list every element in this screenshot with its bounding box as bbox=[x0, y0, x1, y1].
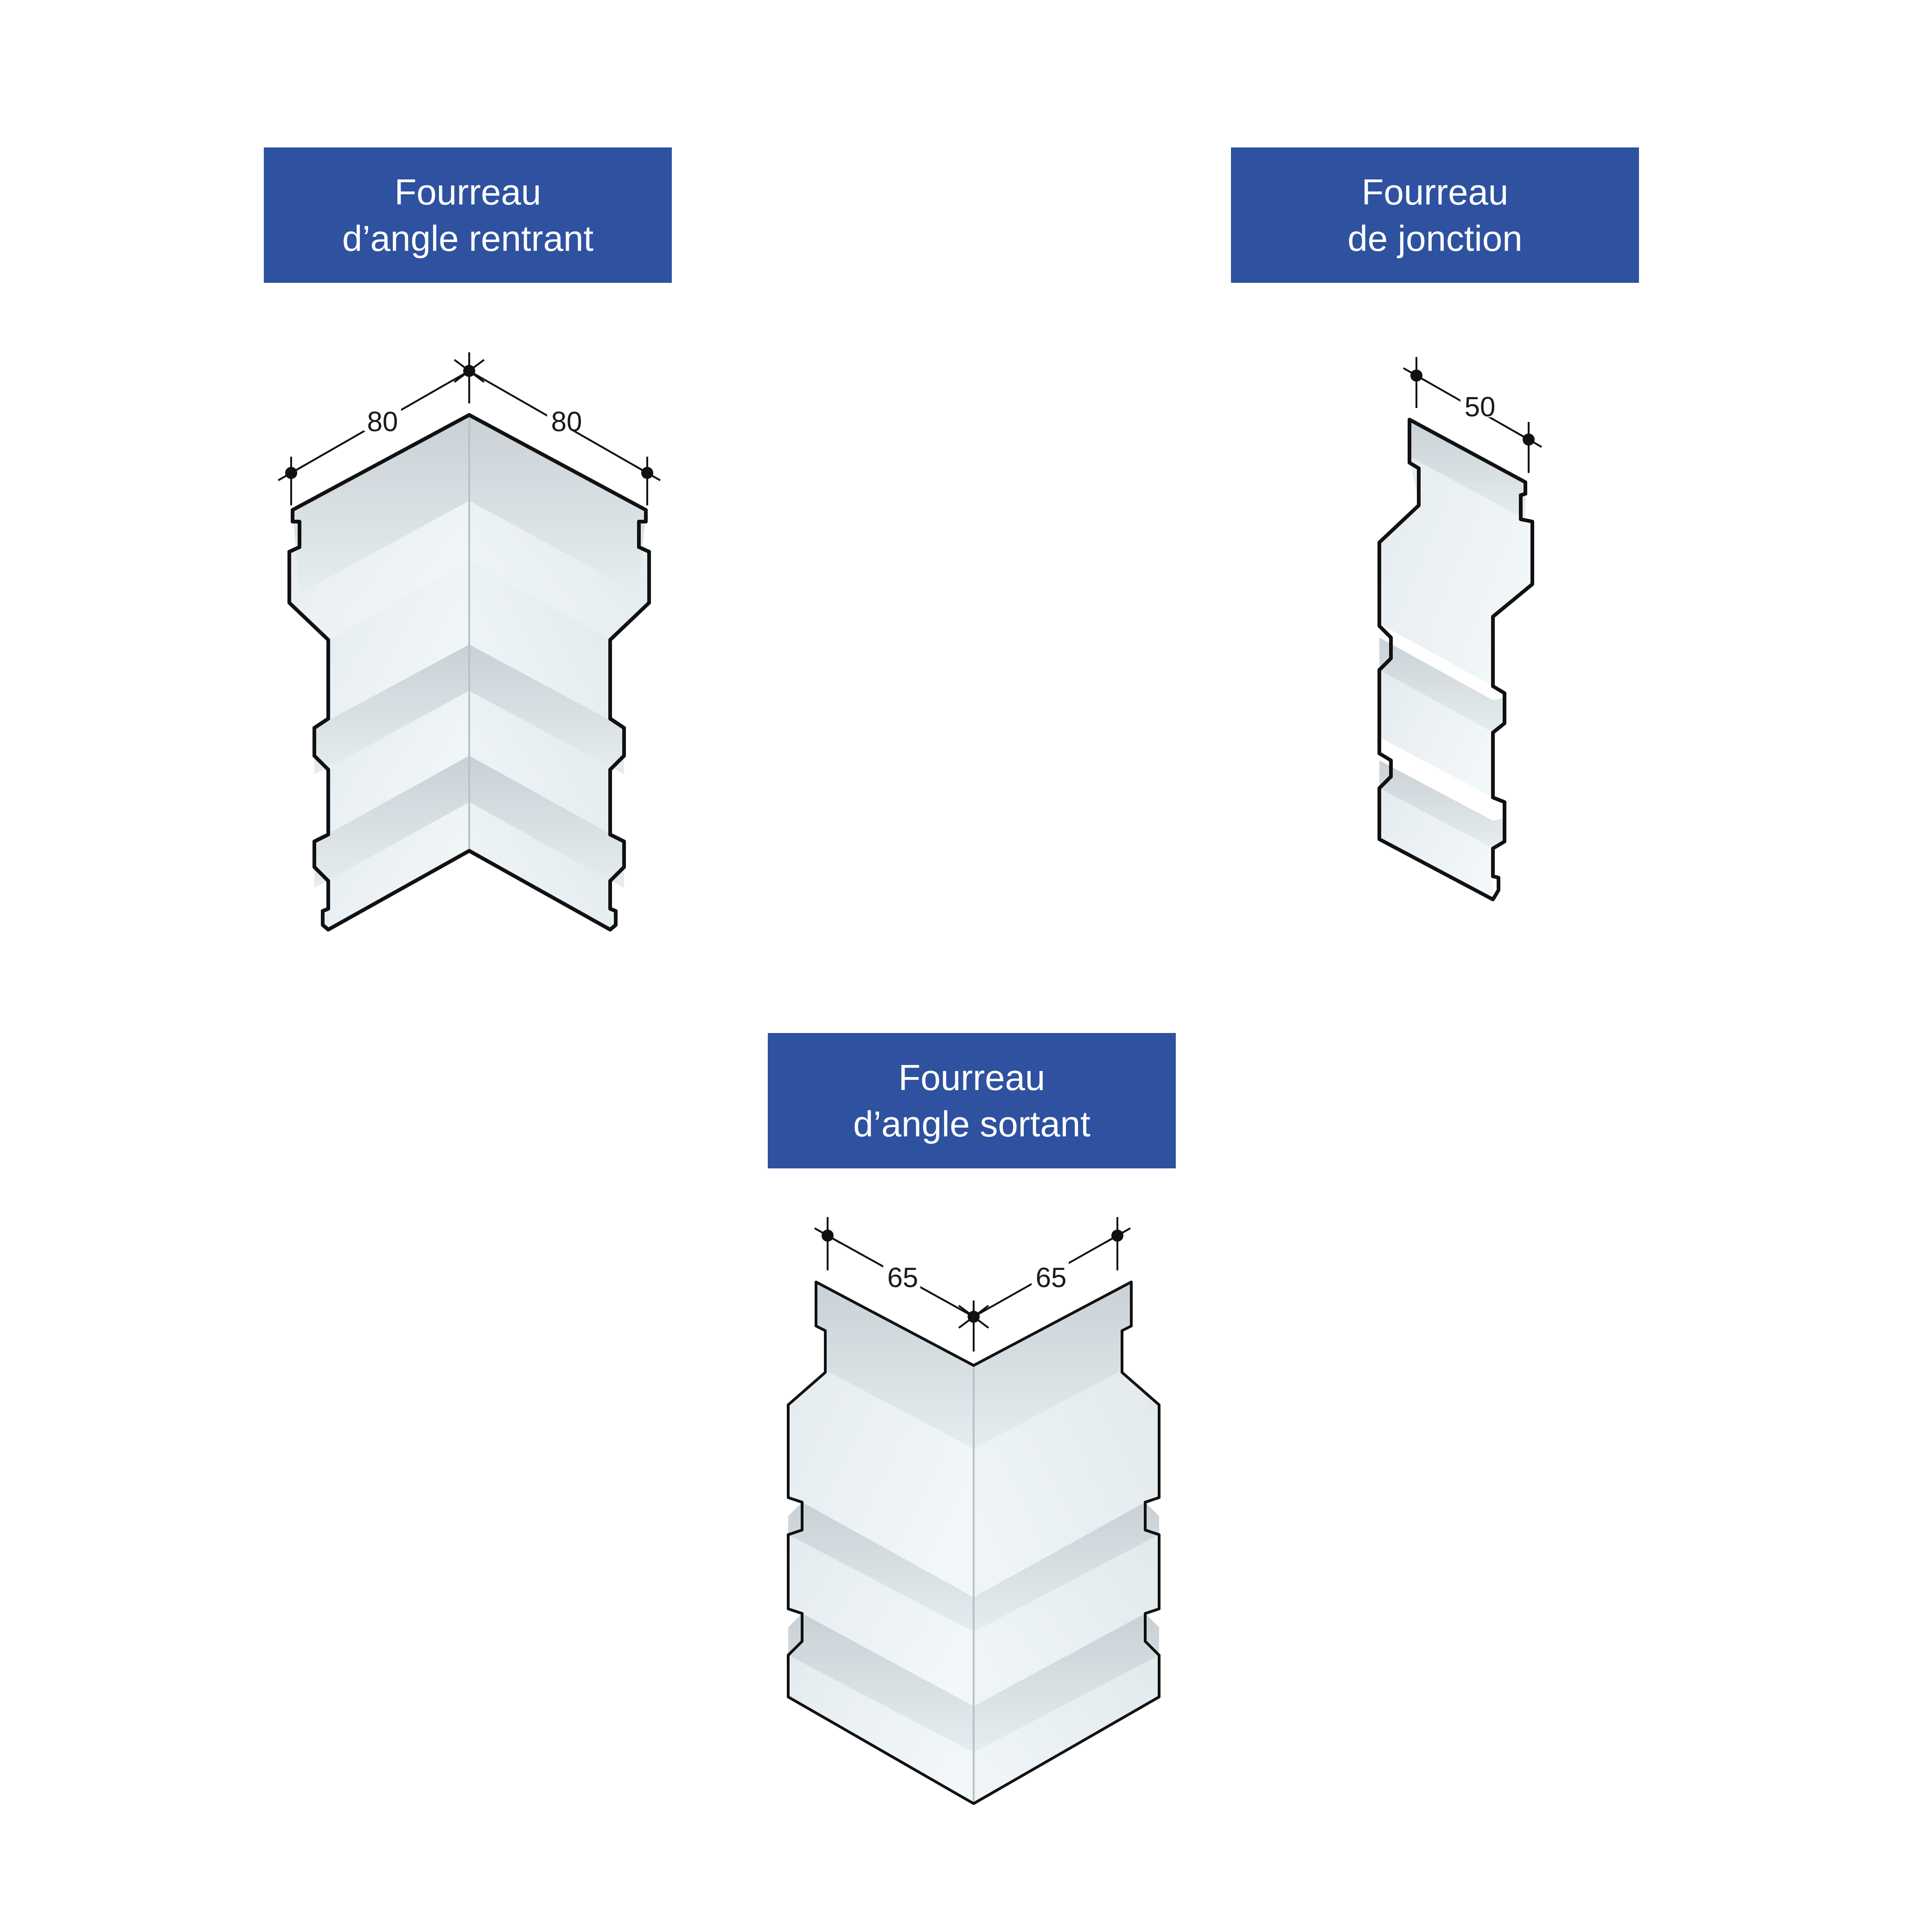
rentrant-left-band-2 bbox=[314, 644, 469, 774]
label-rentrant-line2: d’angle rentrant bbox=[342, 218, 594, 259]
jonction-face-2 bbox=[1379, 670, 1493, 797]
sortant-dim-dot-right bbox=[1111, 1230, 1123, 1242]
label-jonction-line2: de jonction bbox=[1347, 218, 1523, 259]
label-sortant-line2: d’angle sortant bbox=[853, 1103, 1090, 1144]
rentrant-dim-dot-right bbox=[641, 467, 653, 479]
label-fourreau-angle-rentrant: Fourreau d’angle rentrant bbox=[264, 147, 672, 283]
rentrant-right-face-2 bbox=[469, 561, 610, 723]
rentrant-outline-top bbox=[287, 413, 651, 931]
jonction-band-3 bbox=[1379, 760, 1505, 848]
rentrant-right-band-3 bbox=[469, 756, 624, 888]
sortant-left-face-1 bbox=[788, 1370, 974, 1597]
profile-jonction: 50 bbox=[1377, 357, 1542, 901]
sortant-outline bbox=[787, 1281, 1160, 1805]
sortant-right-top-band bbox=[974, 1282, 1131, 1449]
sortant-left-top-band bbox=[816, 1282, 974, 1449]
jonction-dim: 50 bbox=[1465, 391, 1496, 422]
label-fourreau-jonction: Fourreau de jonction bbox=[1231, 147, 1639, 283]
rentrant-left-band-3 bbox=[314, 756, 469, 888]
rentrant-dim-dot-left bbox=[285, 467, 297, 479]
rentrant-right-top-band bbox=[469, 415, 646, 593]
rentrant-dim-right: 80 bbox=[551, 406, 582, 437]
rentrant-left-face-3 bbox=[328, 691, 469, 835]
rentrant-right-face-1 bbox=[469, 501, 649, 640]
label-sortant-line1: Fourreau bbox=[898, 1057, 1046, 1098]
sortant-right-face-1 bbox=[974, 1370, 1159, 1597]
rentrant-left-face-2 bbox=[328, 561, 469, 723]
jonction-dim-dot-left bbox=[1410, 370, 1422, 382]
jonction-band-2 bbox=[1379, 638, 1505, 733]
sortant-right-face-2 bbox=[974, 1535, 1159, 1706]
rentrant-dim-dot-center bbox=[463, 365, 475, 377]
jonction-face-3 bbox=[1379, 788, 1493, 899]
rentrant-right-face-4 bbox=[469, 802, 610, 930]
sortant-right-band-2 bbox=[974, 1502, 1159, 1632]
profile-angle-sortant: 65 65 bbox=[787, 1217, 1160, 1805]
sortant-left-band-2 bbox=[788, 1502, 974, 1632]
jonction-face-1 bbox=[1379, 457, 1532, 686]
sortant-left-face-2 bbox=[788, 1535, 974, 1706]
jonction-dim-dot-right bbox=[1523, 434, 1535, 446]
sortant-right-face-3 bbox=[974, 1655, 1159, 1804]
label-rentrant-line1: Fourreau bbox=[394, 172, 542, 212]
profile-angle-rentrant: 80 80 bbox=[278, 352, 661, 931]
rentrant-dim-left: 80 bbox=[367, 406, 398, 437]
jonction-top-band bbox=[1409, 420, 1525, 519]
label-jonction-line1: Fourreau bbox=[1361, 172, 1509, 212]
sortant-dim-dot-center bbox=[968, 1311, 980, 1323]
rentrant-left-face-1 bbox=[289, 501, 469, 640]
sortant-dim-right: 65 bbox=[1036, 1262, 1067, 1293]
sortant-right-band-3 bbox=[974, 1613, 1159, 1753]
sortant-left-band-3 bbox=[788, 1613, 974, 1753]
label-fourreau-angle-sortant: Fourreau d’angle sortant bbox=[768, 1033, 1176, 1168]
rentrant-left-face-4 bbox=[328, 802, 469, 930]
sortant-dim-left: 65 bbox=[887, 1262, 918, 1293]
rentrant-right-face-3 bbox=[469, 691, 610, 835]
rentrant-right-band-2 bbox=[469, 644, 624, 774]
sortant-left-face-3 bbox=[788, 1655, 974, 1804]
jonction-outline bbox=[1377, 418, 1534, 901]
sortant-dim-dot-left bbox=[822, 1230, 834, 1242]
rentrant-left-top-band bbox=[293, 415, 469, 593]
